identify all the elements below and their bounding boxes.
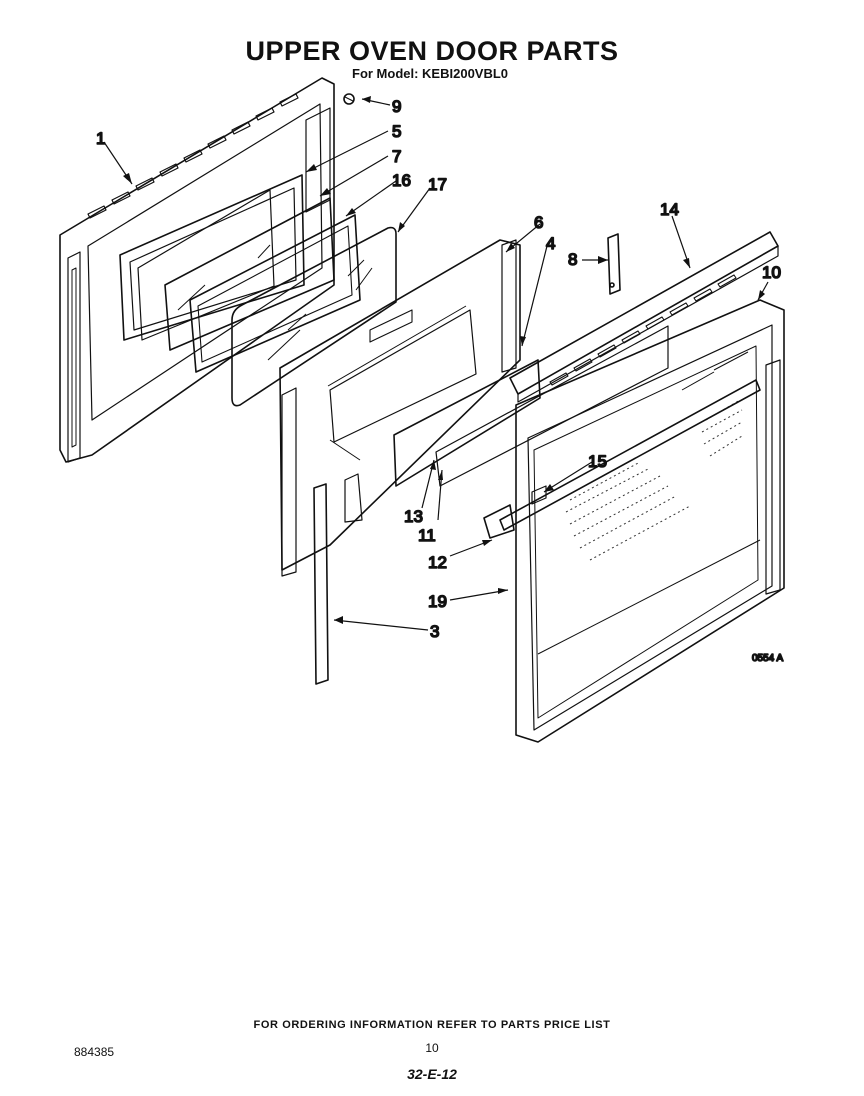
callout-12: 12	[428, 553, 447, 572]
part-inner-door-liner	[59, 77, 335, 463]
callout-14: 14	[660, 200, 679, 219]
part-screw	[343, 93, 355, 105]
part-door-panel	[279, 239, 521, 577]
callout-16: 16	[392, 171, 411, 190]
ordering-note: FOR ORDERING INFORMATION REFER TO PARTS …	[253, 1019, 611, 1031]
part-window-trim	[393, 325, 669, 487]
window-texture	[565, 399, 743, 561]
part-gasket	[137, 189, 275, 341]
diagram-code: 0554 A	[752, 653, 783, 664]
callout-17: 17	[428, 175, 447, 194]
handwritten-reference: 32-E-12	[407, 1066, 457, 1082]
callout-3: 3	[430, 622, 439, 641]
callout-19: 19	[428, 592, 447, 611]
part-door-handle	[483, 379, 761, 539]
trim-vent-slots	[549, 274, 737, 386]
callout-11: 11	[418, 526, 436, 545]
part-side-trim	[313, 483, 329, 685]
page-title: UPPER OVEN DOOR PARTS	[245, 36, 619, 66]
page-number: 10	[425, 1041, 439, 1055]
model-subtitle: For Model: KEBI200VBL0	[352, 66, 509, 81]
part-vent-trim	[509, 231, 779, 403]
callout-10: 10	[762, 263, 781, 282]
callout-13: 13	[404, 507, 423, 526]
part-outer-door	[515, 299, 785, 743]
callout-8: 8	[568, 250, 577, 269]
callout-7: 7	[392, 147, 401, 166]
callout-5: 5	[392, 122, 401, 141]
callout-4: 4	[546, 234, 555, 253]
part-inner-glass	[164, 197, 335, 351]
document-number: 884385	[74, 1045, 115, 1059]
callout-15: 15	[588, 452, 607, 471]
callout-1: 1	[96, 129, 105, 148]
part-window-frame	[119, 174, 305, 341]
liner-vent-slots	[87, 93, 299, 219]
callout-6: 6	[534, 213, 543, 232]
callout-arrowheads	[123, 96, 765, 624]
part-outer-glass	[231, 226, 397, 407]
callout-9: 9	[392, 97, 401, 116]
part-glass-seal	[189, 214, 361, 373]
part-hinge-bracket	[607, 233, 621, 295]
